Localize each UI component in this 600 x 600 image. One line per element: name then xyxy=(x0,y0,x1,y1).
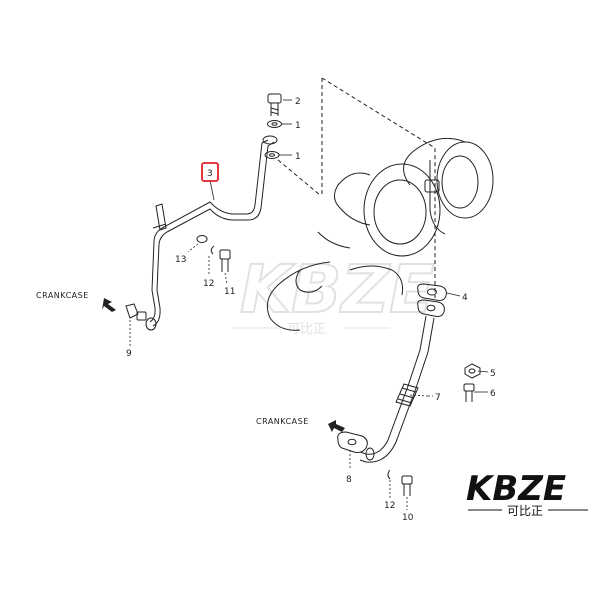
logo-sub: 可比正 xyxy=(507,504,543,518)
kbze-logo: KBZE 可比正 xyxy=(466,469,588,518)
oil-return-pipe xyxy=(337,283,447,463)
callout-1a: 1 xyxy=(295,121,301,131)
callout-8: 8 xyxy=(346,475,352,485)
callout-13: 13 xyxy=(175,255,186,265)
callout-9: 9 xyxy=(126,349,132,359)
clamp-hardware-upper xyxy=(196,235,231,272)
watermark-sub: 可比正 xyxy=(287,322,326,337)
callout-10: 10 xyxy=(402,513,414,523)
callouts: 2 1 1 3 13 12 11 9 4 5 6 7 8 12 10 xyxy=(126,97,496,523)
watermark: KBZE 可比正 xyxy=(232,250,435,337)
callout-11: 11 xyxy=(224,287,235,297)
callout-12b: 12 xyxy=(384,501,395,511)
flange-hardware xyxy=(463,363,481,402)
arrow-icon xyxy=(328,420,345,432)
callout-1b: 1 xyxy=(295,152,301,162)
oil-inlet-pipe xyxy=(149,135,278,327)
callout-7: 7 xyxy=(435,393,441,403)
svg-text:CRANKCASE: CRANKCASE xyxy=(256,417,309,426)
callout-4: 4 xyxy=(462,293,468,303)
callout-3: 3 xyxy=(207,169,213,179)
callout-5: 5 xyxy=(490,369,496,379)
crankcase-union-fitting xyxy=(125,303,157,331)
svg-text:CRANKCASE: CRANKCASE xyxy=(36,291,89,300)
highlight-box xyxy=(201,162,219,182)
crankcase-label-left: CRANKCASE xyxy=(36,291,116,312)
callout-12a: 12 xyxy=(203,279,214,289)
turbocharger-outline xyxy=(266,77,494,331)
crankcase-label-right: CRANKCASE xyxy=(256,417,345,432)
leader-lines xyxy=(129,99,489,510)
callout-6: 6 xyxy=(490,389,496,399)
logo-brand: KBZE xyxy=(466,469,566,509)
arrow-icon xyxy=(102,298,116,312)
callout-2: 2 xyxy=(295,97,301,107)
clamp-hardware-lower xyxy=(387,469,413,496)
